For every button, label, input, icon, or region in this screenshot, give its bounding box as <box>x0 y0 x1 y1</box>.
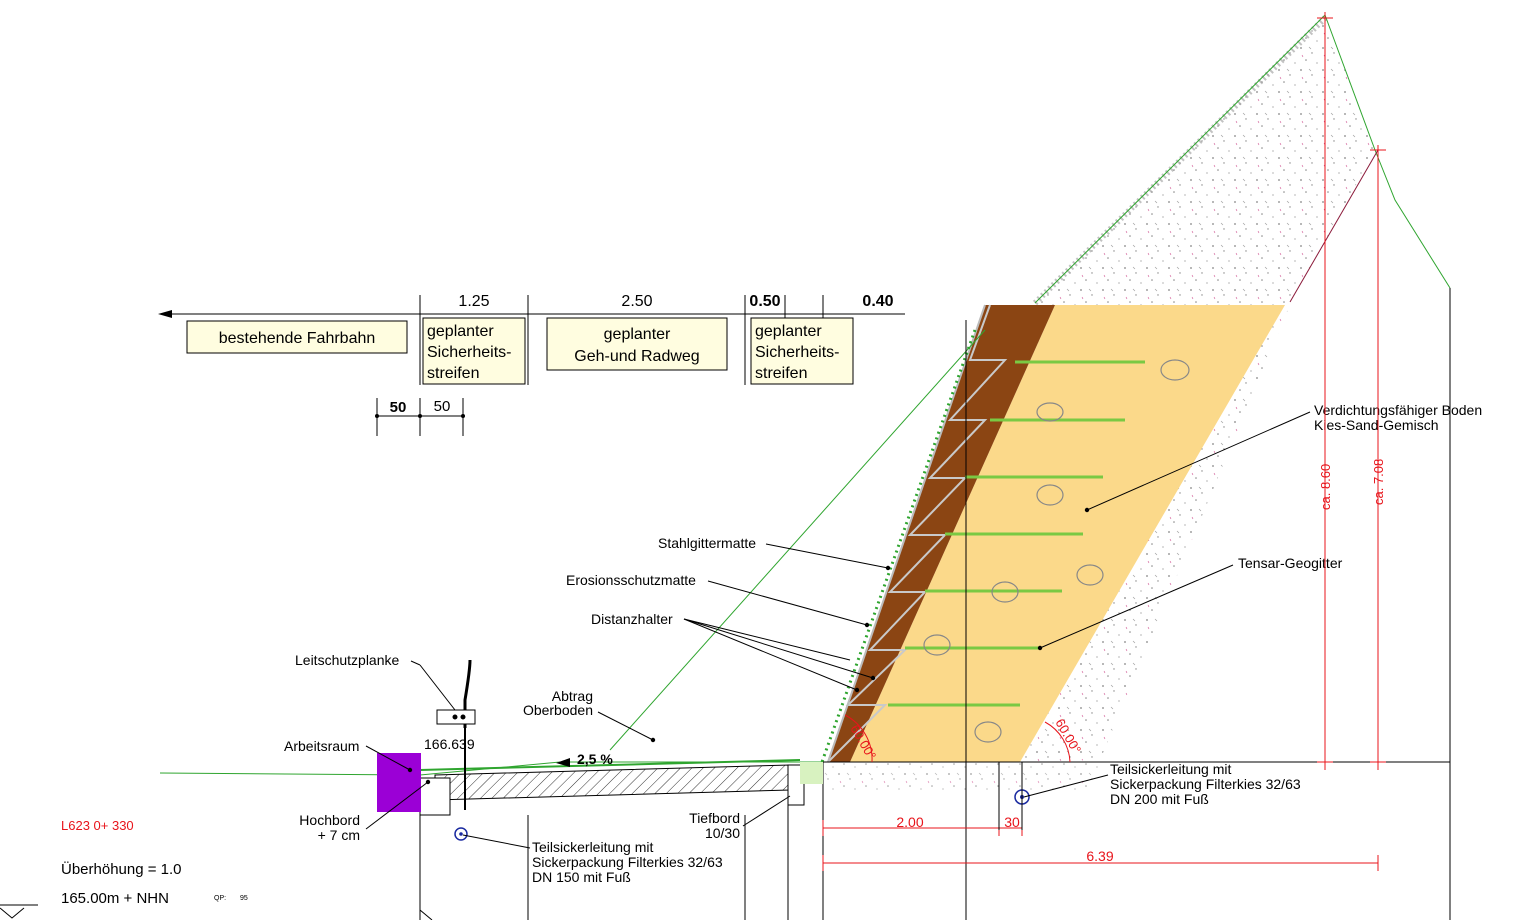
label-high-curb-line1: Hochbord <box>299 812 360 828</box>
dim-offset: 0.40 <box>862 293 893 310</box>
angle-arc-right <box>1044 721 1071 763</box>
label-path-line1: geplanter <box>604 326 671 343</box>
label-box-road <box>186 320 408 354</box>
steel-grid-mat <box>827 304 1008 763</box>
datum-label: 165.00m + NHN <box>61 890 169 907</box>
dim-sub-b: 50 <box>434 398 451 415</box>
label-safety-strip-1-line3: streifen <box>427 365 479 382</box>
label-box-path <box>546 317 728 371</box>
dim-safety-strip-1: 1.25 <box>458 293 489 310</box>
qp-value: 95 <box>240 895 248 902</box>
path-surface <box>419 759 801 771</box>
label-safety-strip-2-line2: Sicherheits- <box>755 344 839 361</box>
shoulder-green <box>800 762 823 784</box>
label-drain-large-line3: DN 200 mit Fuß <box>1110 791 1209 807</box>
dim-safety-strip-2: 0.50 <box>749 293 780 310</box>
station-label: L623 0+ 330 <box>61 818 134 833</box>
label-drain-small-line2: Sickerpackung Filterkies 32/63 <box>532 854 723 870</box>
label-path-line2: Geh-und Radweg <box>574 348 699 365</box>
label-safety-strip-1-line1: geplanter <box>427 323 494 340</box>
label-box-safety-strip-1 <box>422 317 526 385</box>
label-soil-line1: Verdichtungsfähiger Boden <box>1314 402 1482 418</box>
label-drain-small-line1: Teilsickerleitung mit <box>532 839 653 855</box>
slope-arrow <box>556 758 570 767</box>
geogrid-layers <box>888 360 1145 707</box>
steel-mesh-front <box>827 304 986 763</box>
label-geogrid: Tensar-Geogitter <box>1238 555 1343 571</box>
original-slope-line <box>609 329 986 751</box>
label-existing-road: bestehende Fahrbahn <box>219 330 376 347</box>
label-drain-large-line1: Teilsickerleitung mit <box>1110 761 1231 777</box>
label-drain-small-line3: DN 150 mit Fuß <box>532 869 631 885</box>
label-low-curb-line2: 10/30 <box>705 825 740 841</box>
label-slope: 2,5 % <box>577 751 613 767</box>
workspace-block <box>377 753 421 812</box>
dim-height-total: ca. 8.60 <box>1318 464 1333 510</box>
dim-height-wall: ca. 7.08 <box>1371 459 1386 505</box>
leader-dots <box>407 507 1090 785</box>
width-dimension-line <box>160 295 905 385</box>
arrow-left <box>158 310 172 318</box>
angle-arc-left <box>844 714 873 763</box>
slope-guide-line <box>1289 149 1379 303</box>
path-pavement <box>434 764 791 801</box>
label-steel-mesh: Stahlgittermatte <box>658 535 756 551</box>
high-curb <box>419 777 451 816</box>
trench-diagonal <box>419 909 433 920</box>
superelevation-label: Überhöhung = 1.0 <box>61 860 182 878</box>
label-guardrail-height: 166.639 <box>424 736 475 752</box>
dim-sub-a: 50 <box>390 399 407 416</box>
label-drain-large-line2: Sickerpackung Filterkies 32/63 <box>1110 776 1301 792</box>
guardrail <box>436 659 476 810</box>
label-guardrail: Leitschutzplanke <box>295 652 400 668</box>
label-spacer: Distanzhalter <box>591 611 673 627</box>
dim-total-width: 6.39 <box>1086 848 1113 864</box>
label-safety-strip-2-line3: streifen <box>755 365 807 382</box>
label-safety-strip-2-line1: geplanter <box>755 323 822 340</box>
leader-lines <box>365 411 1311 849</box>
label-erosion-mat: Erosionsschutzmatte <box>566 572 696 588</box>
label-topsoil-line1: Abtrag <box>552 688 593 704</box>
erosion-mat-line <box>820 329 977 763</box>
dim-base-offset: 30 <box>1004 814 1020 830</box>
qp-label: QP: <box>214 895 226 902</box>
label-low-curb-line1: Tiefbord <box>689 810 740 826</box>
label-topsoil-line2: Oberboden <box>523 702 593 718</box>
label-safety-strip-1-line2: Sicherheits- <box>427 344 511 361</box>
label-soil-line2: Kies-Sand-Gemisch <box>1314 417 1439 433</box>
gravel-stones <box>923 359 1190 743</box>
datum-marker <box>0 904 38 919</box>
dim-base-width: 2.00 <box>896 814 923 830</box>
label-workspace: Arbeitsraum <box>284 738 359 754</box>
base-gravel-area <box>823 762 1100 790</box>
dim-path: 2.50 <box>621 293 652 310</box>
label-high-curb-line2: + 7 cm <box>318 827 360 843</box>
label-box-safety-strip-2 <box>750 317 854 385</box>
